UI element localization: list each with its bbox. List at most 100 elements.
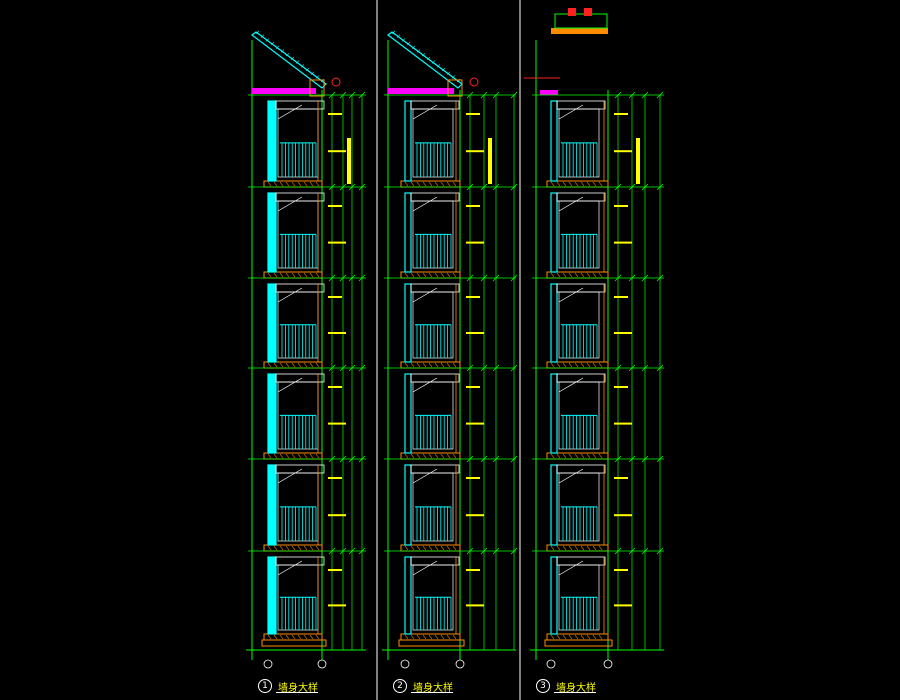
wall-section-detail-3 [524,8,664,669]
roof-hatch [401,38,406,42]
exterior-wall [267,556,277,635]
window-opening-mark [558,287,584,303]
annotation-mark [328,569,342,571]
slab-hatch [303,362,308,368]
window-opening-mark [558,196,584,212]
roof-hatch [451,75,456,79]
roof-hatch [290,56,295,61]
slab-hatch [580,634,585,640]
detail-tag-marker [584,8,592,16]
grid-axis-bubble [603,659,613,669]
slab-hatch [550,362,555,368]
exterior-wall [550,283,558,363]
slab-hatch [279,453,284,459]
slab-hatch [586,545,591,551]
caption-underline [554,692,596,693]
slab-hatch [586,272,591,278]
slab-hatch [309,634,314,640]
annotation-mark [328,296,342,298]
slab-hatch [297,634,302,640]
slab-hatch [404,634,409,640]
caption-underline [276,692,318,693]
annotation-mark [614,386,628,388]
window-opening-mark [412,287,438,303]
slab-hatch [550,272,555,278]
roof-hatch [315,75,320,79]
slab-hatch [309,362,314,368]
slab-hatch [267,272,272,278]
slab-hatch [267,362,272,368]
slab-hatch [410,181,415,187]
wall-section-detail-2 [382,30,518,669]
window-opening-mark [277,560,303,576]
window-frame [412,564,454,631]
window-opening-mark [277,196,303,212]
annotation-mark [328,386,342,388]
slab-hatch [297,453,302,459]
slab-hatch [434,545,439,551]
annotation-mark [614,514,632,517]
slab-hatch [446,634,451,640]
roof-hatch [285,52,290,57]
window-opening-mark [412,104,438,120]
roof-hatch [391,30,396,35]
slab-hatch [404,362,409,368]
annotation-mark [466,386,480,388]
caption-underline [411,692,453,693]
slab-hatch [428,181,433,187]
annotation-mark [328,205,342,207]
slab-hatch [315,453,320,459]
window-frame [412,291,454,359]
window-opening-mark [412,560,438,576]
slab-hatch [416,545,421,551]
roof-hatch [411,45,416,50]
slab-hatch [580,453,585,459]
slab-hatch [556,634,561,640]
annotation-mark [328,113,342,115]
window-frame [412,108,454,178]
slab-hatch [568,634,573,640]
slab-hatch [309,181,314,187]
slab-hatch [452,272,457,278]
slab-hatch [592,181,597,187]
section-title-3: 墙身大样 [556,682,596,694]
roof-hatch [431,60,436,64]
slab-hatch [273,272,278,278]
slab-hatch [580,272,585,278]
window-opening-mark [277,468,303,484]
exterior-wall [550,192,558,273]
slab-hatch [285,545,290,551]
slab-hatch [598,181,603,187]
roof-hatch [275,45,280,50]
slab-hatch [279,362,284,368]
grid-axis-bubble [400,659,410,669]
slab-hatch [452,362,457,368]
slab-hatch [580,181,585,187]
slab-hatch [279,272,284,278]
slab-hatch [574,453,579,459]
slab-hatch [574,545,579,551]
roof-hatch [305,67,310,72]
slab-hatch [592,545,597,551]
grid-axis-bubble [263,659,273,669]
exterior-wall [404,556,412,635]
slab-hatch [291,453,296,459]
slab-hatch [309,545,314,551]
slab-hatch [452,453,457,459]
slab-hatch [434,362,439,368]
window-opening-mark [412,196,438,212]
slab-hatch [434,272,439,278]
slab-hatch [404,272,409,278]
roof-hatch [396,34,401,38]
slab-hatch [440,272,445,278]
roof-hatch [421,52,426,57]
window-frame [412,472,454,542]
slab-hatch [315,634,320,640]
annotation-mark [614,113,628,115]
slab-hatch [550,453,555,459]
annotation-mark [614,332,632,334]
exterior-wall [550,100,558,182]
section-caption-3: 3 墙身大样 [536,678,596,694]
slab-hatch [273,634,278,640]
